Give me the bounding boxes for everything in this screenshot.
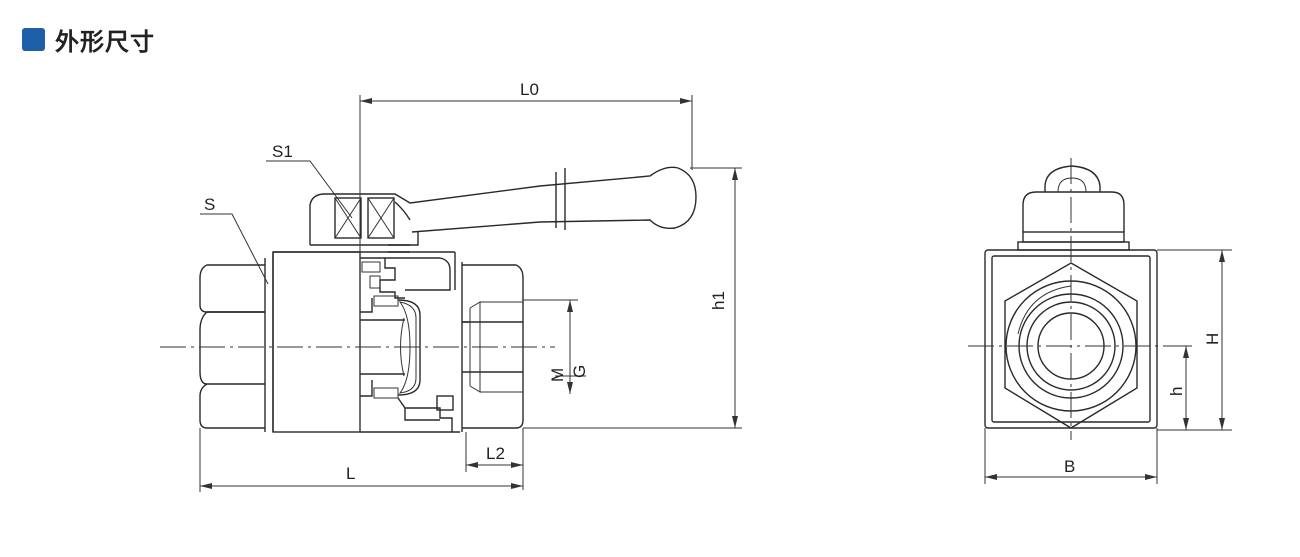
label-L: L: [346, 464, 355, 483]
right-end-port: [462, 264, 524, 429]
label-L2: L2: [486, 444, 505, 463]
main-body: [272, 251, 463, 433]
label-L0: L0: [520, 80, 539, 99]
front-view: L0 S1 S h1 M G L2 L: [160, 80, 742, 492]
label-M: M: [548, 368, 567, 382]
label-B: B: [1064, 457, 1075, 476]
label-S1: S1: [272, 142, 293, 161]
section-title: 外形尺寸: [55, 27, 155, 56]
label-S: S: [204, 195, 215, 214]
side-view: H h B: [968, 158, 1232, 484]
left-hex-end: [199, 252, 274, 432]
front-dimensions: [199, 95, 742, 492]
handle: [309, 166, 697, 253]
label-h1: h1: [709, 291, 728, 310]
label-H: H: [1203, 333, 1222, 345]
section-marker-icon: [22, 27, 45, 51]
section-header: 外形尺寸: [22, 22, 155, 56]
label-G: G: [570, 365, 589, 378]
label-h: h: [1167, 387, 1186, 396]
